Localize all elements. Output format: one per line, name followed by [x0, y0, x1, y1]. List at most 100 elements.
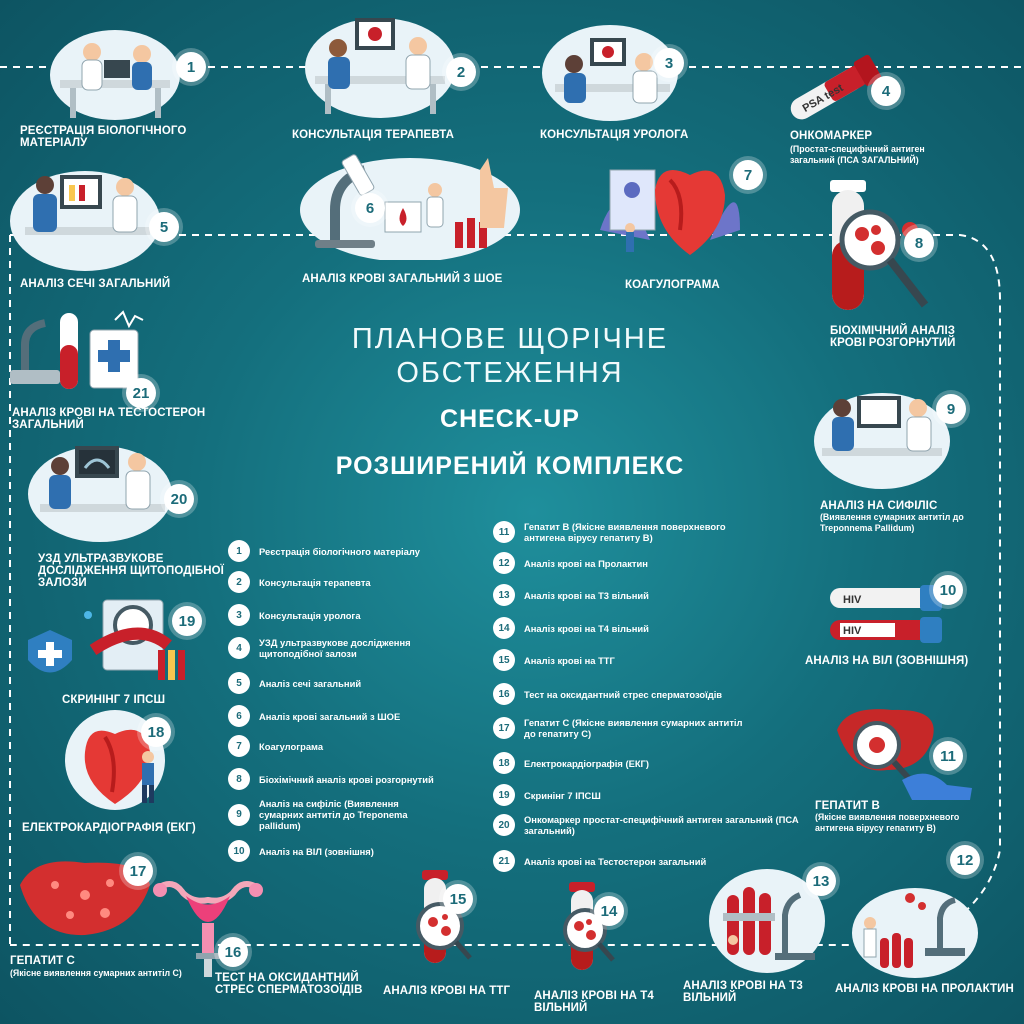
list-num: 16 [493, 683, 515, 705]
list-num: 3 [228, 604, 250, 626]
list-text: Аналіз крові на Т4 вільний [524, 622, 649, 634]
step-label: Скринінг 7 ІПСШ [62, 694, 166, 706]
list-text: Онкомаркер простат-специфічний антиген з… [524, 814, 799, 836]
list-num: 8 [228, 768, 250, 790]
doctor-desk-icon [542, 25, 678, 121]
list-text: Аналіз крові на ТТГ [524, 654, 615, 666]
clipboard-icon [10, 310, 144, 389]
step-label: Біохімічний аналіз крові розгорнутий [830, 325, 956, 349]
step-sublabel: (Простат-специфічний антиген загальний (… [790, 144, 925, 165]
list-item: 5 Аналіз сечі загальний [228, 672, 478, 694]
list-item: 7 Коагулограма [228, 735, 478, 757]
list-num: 6 [228, 705, 250, 727]
step-label: Консультація терапевта [292, 129, 455, 141]
heart-icon [84, 729, 154, 804]
list-text: Тест на оксидантний стрес сперматозоїдів [524, 688, 723, 700]
step-sublabel: (Якісне виявлення поверхневого антигена … [815, 812, 960, 833]
step-badge: 6 [355, 193, 385, 223]
list-text: Аналіз на ВІЛ (зовнішня) [259, 845, 374, 857]
list-num: 17 [493, 717, 515, 739]
step-sublabel: (Виявлення сумарних антитіл до Treponnem… [820, 512, 964, 533]
step-label: Онкомаркер [790, 130, 873, 142]
step-label: Гепатит B [815, 800, 880, 812]
step-badge: 19 [172, 606, 202, 636]
step-label: Аналіз крові на ТТГ [383, 985, 511, 997]
list-item: 1 Реєстрація біологічного матеріалу [228, 540, 478, 562]
title-line-1-text: ПЛАНОВЕ ЩОРІЧНЕ [351, 323, 669, 355]
list-text: Коагулограма [259, 740, 324, 752]
tube-text: HIV [843, 594, 862, 606]
list-num: 10 [228, 840, 250, 862]
list-text: Аналіз крові на Пролактин [524, 557, 648, 569]
doctor-desk-icon [10, 171, 160, 271]
heart-icon [600, 169, 740, 255]
list-num: 5 [228, 672, 250, 694]
list-item: 19 Скринінг 7 ІПСШ [493, 784, 793, 806]
list-item: 2 Консультація терапевта [228, 571, 478, 593]
step-badge: 5 [149, 212, 179, 242]
uterus-icon [153, 881, 263, 977]
list-text: Аналіз крові на Тестостерон загальний [524, 855, 707, 867]
step-badge: 1 [176, 52, 206, 82]
tube-text: HIV [843, 625, 862, 637]
list-text: Гепатит C (Якісне виявлення сумарних ант… [524, 717, 743, 739]
step-label: Реєстрація біологічного матеріалу [20, 125, 187, 149]
step-label: УЗД ультразвукове дослідження щитоподібн… [38, 553, 224, 589]
shield-icon [28, 599, 186, 680]
step-badge: 2 [446, 57, 476, 87]
list-text: Скринінг 7 ІПСШ [524, 789, 601, 801]
doctor-desk-icon [305, 18, 455, 118]
step-badge: 21 [126, 378, 156, 408]
list-num: 20 [493, 814, 515, 836]
step-badge: 11 [933, 741, 963, 771]
list-num: 2 [228, 571, 250, 593]
list-num: 7 [228, 735, 250, 757]
step-badge: 9 [936, 394, 966, 424]
list-text: Консультація уролога [259, 609, 361, 621]
list-item: 10 Аналіз на ВІЛ (зовнішня) [228, 840, 478, 862]
blood-tube-icon [416, 870, 472, 963]
list-num: 13 [493, 584, 515, 606]
list-item: 15 Аналіз крові на ТТГ [493, 649, 793, 671]
list-item: 3 Консультація уролога [228, 604, 478, 626]
title-complex: РОЗШИРЕНИЙ КОМПЛЕКС [335, 452, 685, 480]
liver-icon [837, 709, 972, 800]
step-sublabel: (Якісне виявлення сумарних антитіл C) [10, 968, 182, 978]
list-text: Реєстрація біологічного матеріалу [259, 545, 420, 557]
liver-icon [20, 861, 150, 936]
list-num: 15 [493, 649, 515, 671]
list-num: 1 [228, 540, 250, 562]
step-label: Аналіз крові загальний з ШОЕ [302, 273, 503, 285]
list-text: Електрокардіографія (ЕКГ) [524, 757, 649, 769]
list-num: 19 [493, 784, 515, 806]
list-item: 16 Тест на оксидантний стрес сперматозоїд… [493, 683, 793, 705]
list-num: 11 [493, 521, 515, 543]
step-label: Аналіз на сифіліс [820, 500, 938, 512]
step-badge: 17 [123, 856, 153, 886]
step-label: Тест на оксидантний стрес сперматозоїдів [215, 972, 363, 996]
list-text: Аналіз сечі загальний [259, 677, 362, 689]
step-label: Консультація уролога [540, 129, 689, 141]
lab-icon [709, 869, 825, 973]
hiv-tube-icon: HIV HIV [830, 585, 942, 643]
step-label: Аналіз крові на тестостерон загальний [12, 407, 206, 431]
list-text: Аналіз на сифіліс (Виявлення сумарних ан… [259, 798, 408, 831]
step-badge: 14 [594, 896, 624, 926]
microscope-icon [300, 154, 520, 260]
list-text: Біохімічний аналіз крові розгорнутий [259, 773, 434, 785]
step-label: Аналіз крові на Пролактин [835, 983, 1014, 995]
step-badge: 7 [733, 160, 763, 190]
list-item: 20 Онкомаркер простат-специфічний антиген… [493, 814, 813, 836]
step-badge: 10 [933, 575, 963, 605]
step-badge: 4 [871, 76, 901, 106]
step-label: Гепатит C [10, 955, 75, 967]
blood-tube-icon [563, 882, 615, 970]
list-text: Гепатит B (Якісне виявлення поверхневого… [524, 521, 726, 543]
blood-tube-icon [830, 180, 929, 310]
title-line-2-text: ОБСТЕЖЕННЯ [396, 357, 624, 389]
list-text: Консультація терапевта [259, 576, 371, 588]
